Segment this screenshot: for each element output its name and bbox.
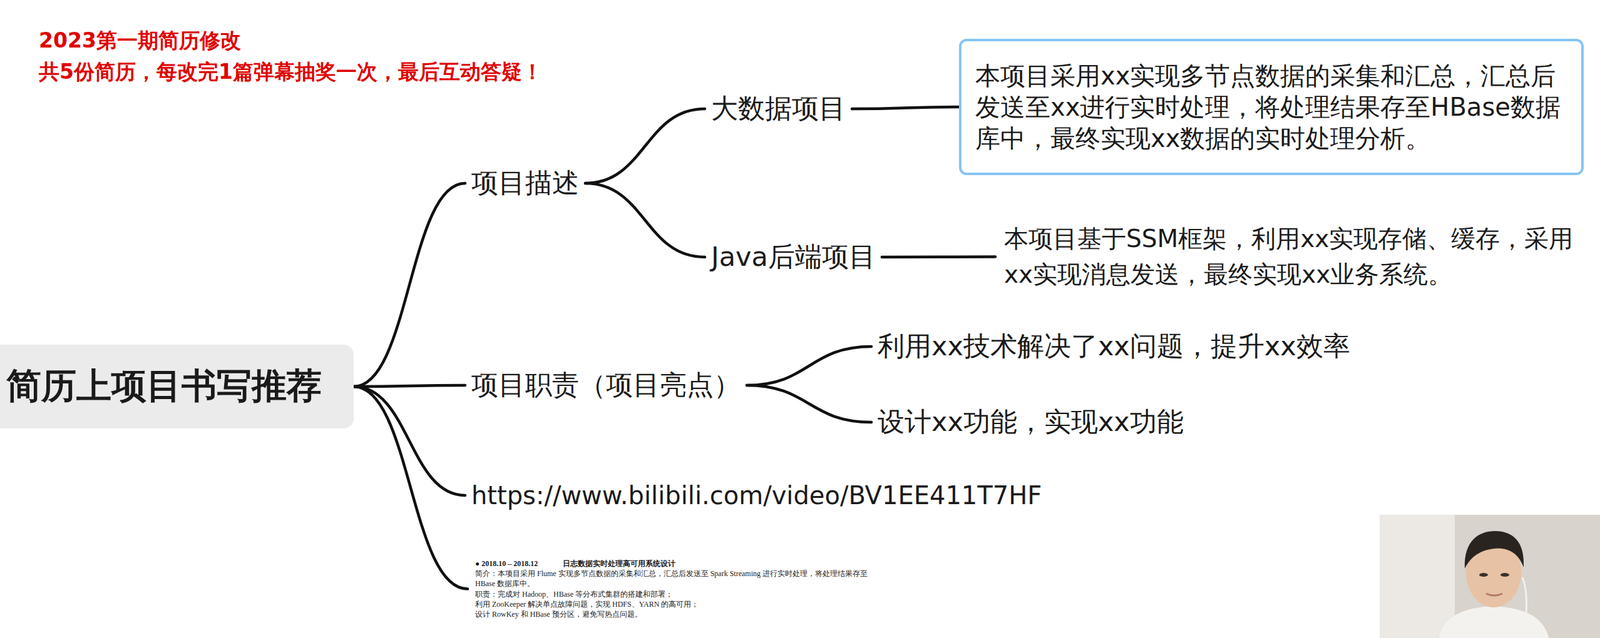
branch-topic: 项目职责（项目亮点）	[471, 367, 741, 404]
webcam-wall	[1379, 515, 1455, 638]
node-text: ● 2018.10 – 2018.12	[475, 558, 538, 570]
branch-line	[353, 183, 466, 387]
header-note: 2023第一期简历修改	[38, 30, 242, 51]
sub-topic: 设计xx功能，实现xx功能	[877, 404, 1184, 441]
header-note: 共5份简历，每改完1篇弹幕抽奖一次，最后互动答疑！	[38, 61, 543, 83]
root-topic: 简历上项目书写推荐	[0, 344, 354, 429]
node-text: 本项目基于SSM框架，利用xx实现存储、缓存，采用xx实现消息发送，最终实现xx…	[1004, 221, 1594, 293]
content-text: 本项目基于SSM框架，利用xx实现存储、缓存，采用xx实现消息发送，最终实现xx…	[1001, 221, 1597, 293]
node-text: 项目职责（项目亮点）	[471, 367, 741, 404]
node-text: 设计 RowKey 和 HBase 预分区，避免写热点问题。	[475, 609, 869, 620]
sub-topic: 大数据项目	[711, 90, 846, 128]
node-text: 本项目采用xx实现多节点数据的采集和汇总，汇总后发送至xx进行实时处理，将处理结…	[975, 60, 1568, 154]
webcam-shirt	[1439, 606, 1549, 638]
branch-line	[851, 107, 959, 109]
node-text: 利用xx技术解决了xx问题，提升xx效率	[877, 328, 1351, 365]
branch-line	[746, 346, 872, 386]
branch-line	[353, 385, 466, 387]
webcam-hair	[1464, 531, 1524, 570]
webcam-eye	[1500, 573, 1510, 578]
webcam-mouth	[1486, 594, 1503, 596]
content-box: 本项目采用xx实现多节点数据的采集和汇总，汇总后发送至xx进行实时处理，将处理结…	[958, 38, 1584, 176]
branch-line	[353, 386, 468, 590]
node-text: 职责：完成对 Hadoop、HBase 等分布式集群的搭建和部署；	[475, 589, 869, 600]
link-topic: https://www.bilibili.com/video/BV1EE411T…	[471, 481, 1042, 511]
sub-topic: 利用xx技术解决了xx问题，提升xx效率	[877, 328, 1351, 365]
webcam-earphone	[1522, 577, 1527, 622]
node-text: 简历上项目书写推荐	[6, 363, 322, 411]
node-text: 项目描述	[471, 165, 580, 202]
branch-line	[585, 183, 705, 258]
sub-topic: Java后端项目	[711, 239, 876, 276]
node-text: 大数据项目	[711, 90, 846, 128]
branch-line	[882, 255, 996, 259]
node-text: https://www.bilibili.com/video/BV1EE411T…	[471, 481, 1042, 511]
node-text: 日志数据实时处理高可用系统设计	[562, 558, 676, 570]
webcam-eye	[1479, 573, 1488, 578]
branch-line	[746, 385, 872, 423]
branch-line	[585, 108, 705, 184]
node-text: 利用 ZooKeeper 解决单点故障问题，实现 HDFS、YARN 的高可用；	[475, 599, 869, 610]
branch-topic: 项目描述	[471, 165, 580, 202]
image-topic: ● 2018.10 – 2018.12 日志数据实时处理高可用系统设计简介：本项目…	[471, 556, 872, 623]
webcam-overlay	[1379, 515, 1600, 638]
node-text: 设计xx功能，实现xx功能	[877, 404, 1184, 441]
webcam-background	[1379, 515, 1600, 638]
node-text: Java后端项目	[711, 239, 876, 276]
node-text: 简介：本项目采用 Flume 实现多节点数据的采集和汇总，汇总后发送至 Spar…	[475, 569, 869, 590]
